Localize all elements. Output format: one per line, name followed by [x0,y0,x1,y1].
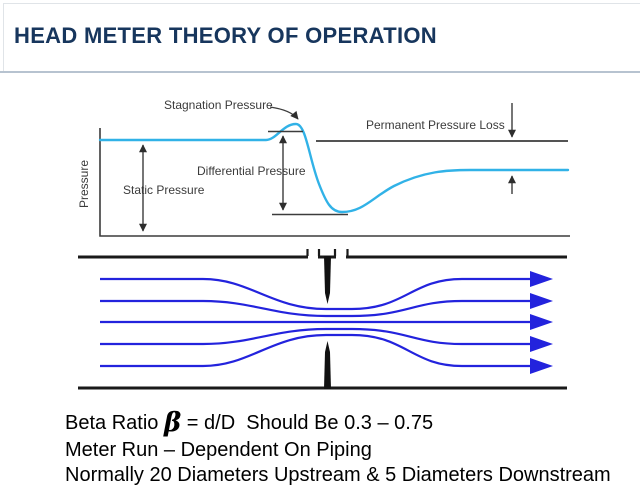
note-diameters: Normally 20 Diameters Upstream & 5 Diame… [65,464,611,486]
chart-labels: Stagnation Pressure Permanent Pressure L… [77,98,505,208]
pipe-walls [78,255,567,390]
flow-arrowheads [530,271,553,374]
streamline-2 [100,299,531,318]
note-beta-ratio: Beta Ratio β = d/D Should Be 0.3 – 0.75 [65,408,611,438]
page-title: HEAD METER THEORY OF OPERATION [14,23,437,48]
pressure-axis-label: Pressure [77,160,91,208]
static-pressure-label: Static Pressure [123,183,205,197]
stagnation-pressure-label: Stagnation Pressure [164,98,273,112]
pressure-tap-ticks [306,249,349,256]
stagnation-leader-line [269,106,299,120]
streamline-4 [100,327,531,346]
flow-arrowhead-1 [530,271,553,287]
streamlines [100,277,531,368]
pressure-chart: Stagnation Pressure Permanent Pressure L… [77,98,570,237]
beta-ratio-prefix: Beta Ratio [65,412,164,434]
permanent-pressure-loss-label: Permanent Pressure Loss [366,118,505,132]
streamline-1 [100,277,531,311]
chart-axes [99,128,570,237]
streamline-5 [100,333,531,368]
title-divider [0,71,640,73]
flow-arrowhead-5 [530,358,553,374]
flow-arrowhead-4 [530,336,553,352]
note-meter-run: Meter Run – Dependent On Piping [65,439,372,461]
orifice-plate-top [324,256,331,304]
differential-pressure-label: Differential Pressure [197,164,306,178]
beta-symbol: β [163,408,182,438]
slide-frame-left-line [3,3,4,71]
flow-arrowhead-3 [530,314,553,330]
beta-ratio-suffix: = d/D Should Be 0.3 – 0.75 [181,412,434,434]
pressure-curve [98,122,570,214]
flow-arrowhead-2 [530,293,553,309]
orifice-plate-bottom [324,341,331,389]
slide-frame-top-line [3,3,640,4]
notes-block: Beta Ratio β = d/D Should Be 0.3 – 0.75 … [65,408,611,488]
pipe-diagram [78,249,567,390]
